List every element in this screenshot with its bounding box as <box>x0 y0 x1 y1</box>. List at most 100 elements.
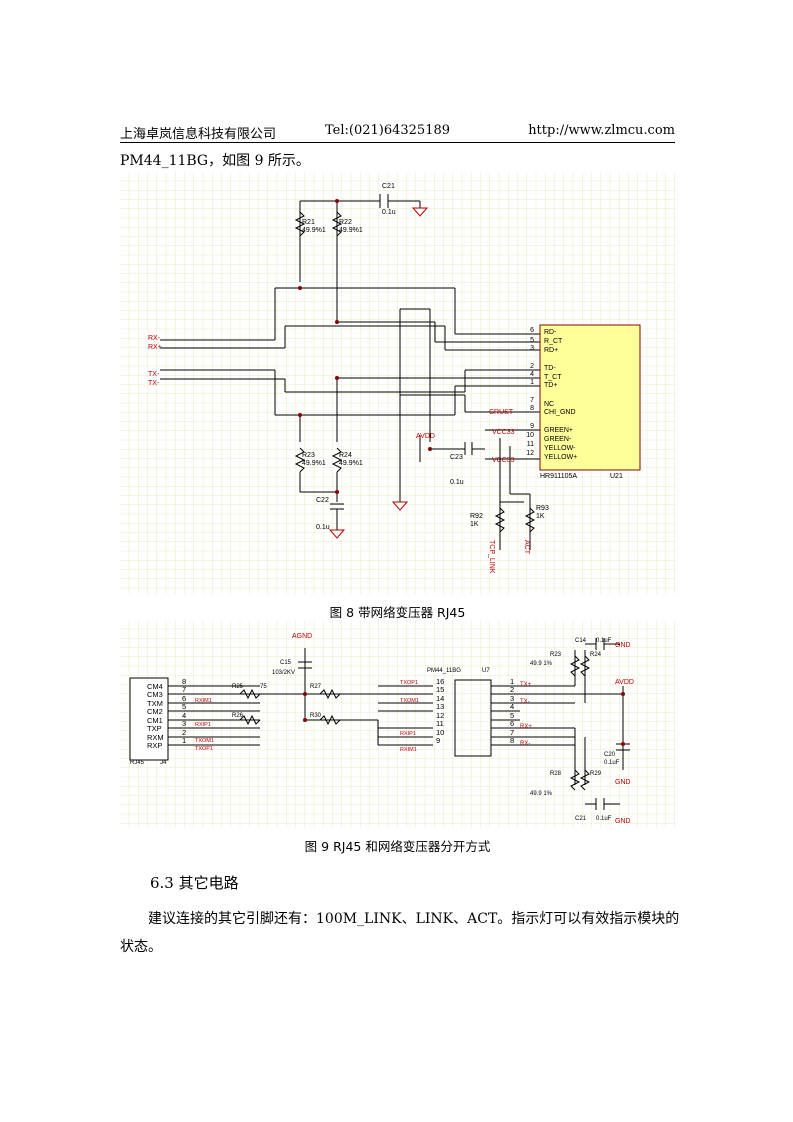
svg-text:CM3: CM3 <box>147 690 163 699</box>
svg-text:12: 12 <box>436 711 444 720</box>
svg-text:2: 2 <box>510 685 514 694</box>
svg-text:6: 6 <box>182 694 186 703</box>
svg-text:4: 4 <box>530 371 534 378</box>
svg-text:10: 10 <box>526 432 534 439</box>
figure-9-caption: 图 9 RJ45 和网络变压器分开方式 <box>304 839 491 854</box>
svg-text:CM4: CM4 <box>147 682 163 691</box>
svg-text:YELLOW-: YELLOW- <box>544 445 576 452</box>
svg-text:3: 3 <box>182 719 186 728</box>
svg-text:R24: R24 <box>590 652 602 658</box>
svg-text:NC: NC <box>544 401 554 408</box>
svg-text:C22: C22 <box>316 497 329 504</box>
svg-text:R93: R93 <box>536 505 549 512</box>
junctions <box>303 692 625 746</box>
svg-text:RXIP1: RXIP1 <box>195 722 211 728</box>
svg-text:C20: C20 <box>604 752 616 758</box>
body-paragraph: 建议连接的其它引脚还有：100M_LINK、LINK、ACT。指示灯可以有效指示… <box>120 911 680 955</box>
svg-text:8: 8 <box>530 405 534 412</box>
svg-text:6: 6 <box>510 719 514 728</box>
svg-text:GND: GND <box>615 642 631 649</box>
svg-text:RXM: RXM <box>147 733 164 742</box>
svg-text:1: 1 <box>510 677 514 686</box>
svg-text:11: 11 <box>527 441 534 448</box>
svg-text:R92: R92 <box>470 513 483 520</box>
svg-text:10: 10 <box>436 728 444 737</box>
transformer-u7 <box>454 679 492 757</box>
svg-text:12: 12 <box>526 450 534 457</box>
svg-text:R28: R28 <box>550 771 562 777</box>
svg-text:14: 14 <box>436 694 444 703</box>
telephone: Tel:(021)64325189 <box>325 123 451 138</box>
svg-text:CM1: CM1 <box>147 716 163 725</box>
svg-text:8: 8 <box>510 736 514 745</box>
junctions <box>298 199 432 494</box>
svg-text:49.9 1%: 49.9 1% <box>530 661 553 667</box>
svg-text:GND: GND <box>615 779 631 786</box>
svg-text:PM44_11BG: PM44_11BG <box>427 668 461 674</box>
svg-text:0.1uF: 0.1uF <box>596 638 612 644</box>
svg-text:49.9%1: 49.9%1 <box>339 227 363 234</box>
svg-text:CM2: CM2 <box>147 707 163 716</box>
svg-text:TXM: TXM <box>147 699 163 708</box>
svg-text:TCP_LINK: TCP_LINK <box>488 540 495 574</box>
wires <box>129 638 630 810</box>
website-url: http://www.zlmcu.com <box>528 123 675 138</box>
svg-text:9: 9 <box>530 423 534 430</box>
svg-text:RX+: RX+ <box>148 344 162 351</box>
ground-symbols <box>328 207 429 539</box>
svg-text:C15: C15 <box>280 660 292 666</box>
svg-text:0.1u: 0.1u <box>316 524 330 531</box>
svg-text:4: 4 <box>510 702 514 711</box>
svg-text:13: 13 <box>436 702 444 711</box>
page-header: 上海卓岚信息科技有限公司 Tel:(021)64325189 http://ww… <box>120 120 675 143</box>
rj45-connector <box>129 677 169 761</box>
svg-text:RXIP1: RXIP1 <box>400 731 416 737</box>
svg-text:T_CT: T_CT <box>544 374 562 381</box>
svg-text:TX+: TX+ <box>520 682 532 688</box>
svg-text:ACT: ACT <box>523 540 530 555</box>
svg-text:4: 4 <box>182 711 186 720</box>
svg-text:RXIM1: RXIM1 <box>400 747 417 753</box>
svg-text:TXOM1: TXOM1 <box>195 738 214 744</box>
svg-text:6: 6 <box>530 327 534 334</box>
svg-text:J4: J4 <box>160 760 167 766</box>
svg-text:R22: R22 <box>339 219 352 226</box>
svg-text:TXOM1: TXOM1 <box>400 698 419 704</box>
svg-text:U21: U21 <box>610 473 623 480</box>
svg-text:0.1u: 0.1u <box>382 209 396 216</box>
svg-text:49.9%1: 49.9%1 <box>339 460 363 467</box>
svg-text:R23: R23 <box>302 452 315 459</box>
svg-text:U7: U7 <box>482 668 490 674</box>
svg-text:7: 7 <box>530 397 534 404</box>
transformer-u21 <box>539 324 641 471</box>
svg-text:11: 11 <box>436 719 444 728</box>
svg-text:C21: C21 <box>575 816 587 822</box>
svg-text:TD-: TD- <box>544 365 556 372</box>
svg-text:R21: R21 <box>302 219 315 226</box>
svg-text:R29: R29 <box>590 771 602 777</box>
svg-text:TXOP1: TXOP1 <box>195 746 213 752</box>
svg-text:2: 2 <box>182 728 186 737</box>
svg-text:5: 5 <box>530 337 534 344</box>
svg-text:0.1uF: 0.1uF <box>604 760 620 766</box>
svg-text:49.9%1: 49.9%1 <box>302 227 326 234</box>
resistors <box>294 211 536 533</box>
svg-text:1: 1 <box>530 379 534 386</box>
company-name: 上海卓岚信息科技有限公司 <box>120 127 277 142</box>
svg-text:YELLOW+: YELLOW+ <box>544 454 577 461</box>
svg-text:TXOP1: TXOP1 <box>400 680 418 686</box>
svg-text:9: 9 <box>436 736 440 745</box>
svg-text:R30: R30 <box>310 713 322 719</box>
grid-background <box>120 620 675 828</box>
svg-text:8: 8 <box>182 677 186 686</box>
svg-text:0.1u: 0.1u <box>450 479 464 486</box>
svg-text:TX-: TX- <box>148 371 160 378</box>
svg-text:RXIM1: RXIM1 <box>195 698 212 704</box>
svg-text:C14: C14 <box>575 638 587 644</box>
svg-text:2: 2 <box>530 363 534 370</box>
